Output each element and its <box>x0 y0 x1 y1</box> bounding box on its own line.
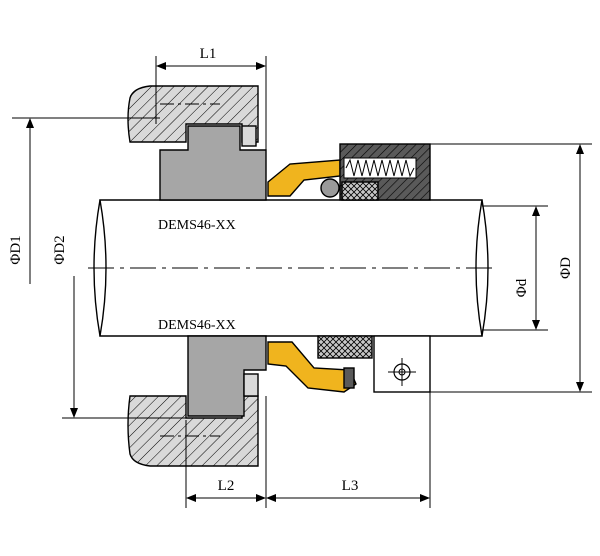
top-spring-packing <box>341 181 379 201</box>
label-phi-d2: ΦD2 <box>52 235 68 264</box>
dimension-phi-d-large <box>430 143 592 393</box>
top-seat-oring <box>241 125 257 147</box>
bottom-stationary-seat <box>187 335 267 417</box>
shaft <box>88 199 492 337</box>
top-spring-housing <box>339 143 431 201</box>
dimension-phi-d2 <box>62 276 188 419</box>
top-face-oring <box>320 178 340 198</box>
bottom-face-packing <box>317 335 373 359</box>
dimension-l1 <box>155 56 267 150</box>
bottom-rotating-face <box>267 335 373 393</box>
top-spring-coil <box>345 158 415 178</box>
label-phi-d1: ΦD1 <box>8 235 24 264</box>
top-stationary-seat <box>159 125 267 201</box>
dimension-l3 <box>266 392 431 508</box>
model-label-top: DEMS46-XX <box>158 218 236 233</box>
label-phi-d-small: Φd <box>514 278 530 297</box>
set-screw-icon <box>388 358 416 386</box>
top-rotating-face <box>267 159 341 198</box>
bottom-spring-retainer <box>373 335 431 393</box>
model-label-bottom: DEMS46-XX <box>158 318 236 333</box>
label-l2: L2 <box>218 478 235 494</box>
dimension-phi-d-small <box>482 205 548 331</box>
label-l1: L1 <box>200 46 217 62</box>
dimension-phi-d1 <box>12 117 160 284</box>
dimension-l2 <box>185 396 267 508</box>
bottom-seat-oring <box>243 373 259 397</box>
label-phi-d-large: ΦD <box>558 257 574 279</box>
label-l3: L3 <box>342 478 359 494</box>
